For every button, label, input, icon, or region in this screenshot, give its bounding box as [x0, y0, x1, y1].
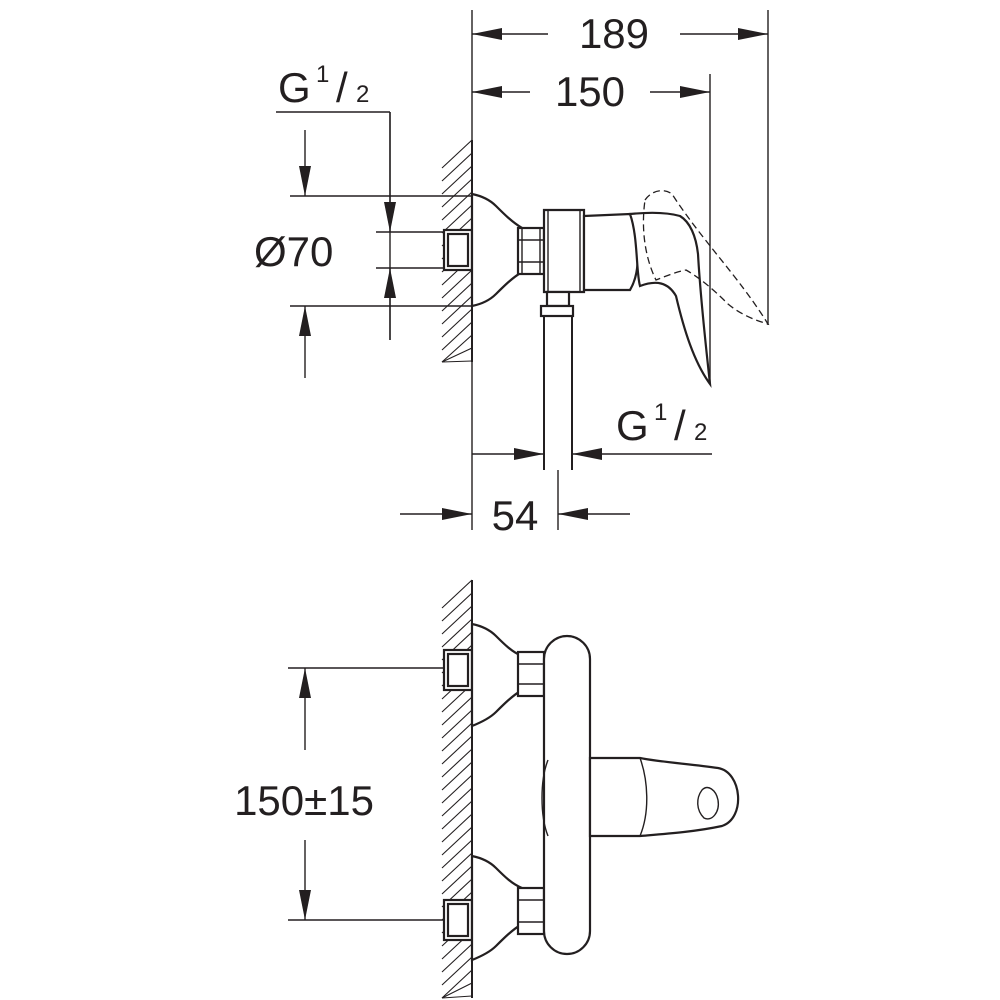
- wall-hatch-line: [441, 347, 473, 363]
- lever-side: [628, 211, 712, 389]
- wall-hatch-line: [441, 995, 473, 999]
- wall-hatch-line: [441, 748, 473, 778]
- wall-thread-num: 1: [316, 61, 329, 88]
- wall-hatch-line: [441, 204, 473, 234]
- dim-diameter-70: Ø70: [254, 130, 472, 378]
- wall-hatch-line: [441, 852, 473, 882]
- wall-hatch-line: [441, 269, 473, 299]
- wall-hatch-line: [441, 813, 473, 843]
- side-view: [441, 139, 770, 470]
- wall-hatch-line: [441, 152, 473, 182]
- wall-hatch-line: [441, 787, 473, 817]
- wall-hatch-line: [441, 308, 473, 338]
- dim-label-54: 54: [492, 492, 539, 539]
- dim-label-diameter-70: Ø70: [254, 228, 333, 275]
- dim-label-150: 150: [555, 68, 625, 115]
- hex-nut-side: [516, 226, 546, 276]
- wall-hatch-line: [441, 709, 473, 739]
- dim-g12-outlet: G 1 / 2: [471, 362, 712, 460]
- lever-front: [588, 756, 740, 838]
- upper-connection: [442, 622, 546, 728]
- wall-hatch-line: [441, 321, 473, 351]
- wall-hatch-line: [441, 826, 473, 856]
- wall-hatch-line: [441, 605, 473, 635]
- wall-hatch-line: [441, 139, 473, 169]
- wall-side: [441, 139, 473, 363]
- wall-hatch-line: [441, 956, 473, 986]
- wall-hatch-line: [441, 982, 473, 999]
- outlet-thread-slash: /: [674, 402, 686, 449]
- wall-thread-den: 2: [356, 81, 369, 108]
- wall-hatch-line: [441, 774, 473, 804]
- wall-hatch-line: [441, 735, 473, 765]
- dim-150-15: 150±15: [234, 667, 444, 921]
- wall-hatch-line: [441, 865, 473, 895]
- outlet-thread-den: 2: [694, 419, 707, 446]
- front-view: [441, 579, 740, 999]
- wall-hatch-line: [441, 282, 473, 312]
- wall-hatch-line: [441, 839, 473, 869]
- outlet-connector-side: [539, 290, 575, 470]
- wall-hatch-line: [441, 360, 473, 363]
- escutcheon-side: [470, 192, 524, 308]
- wall-hatch-line: [441, 579, 473, 609]
- dim-label-189: 189: [579, 10, 649, 57]
- wall-hatch-line: [441, 165, 473, 195]
- wall-hatch-line: [441, 722, 473, 752]
- dim-54: 54: [400, 460, 630, 539]
- dim-189: 189: [471, 10, 769, 325]
- dim-g12-wall: G 1 / 2: [276, 61, 444, 340]
- wall-hatch-line: [441, 334, 473, 363]
- mixer-body-side: [542, 208, 586, 294]
- dim-150: 150: [472, 68, 711, 384]
- cartridge-housing-side: [582, 212, 640, 292]
- wall-hatch-line: [441, 618, 473, 648]
- lower-connection: [442, 854, 546, 962]
- outlet-thread-g: G: [616, 402, 649, 449]
- wall-hatch-line: [441, 761, 473, 791]
- wall-thread-g: G: [278, 64, 311, 111]
- wall-nipple-side: [442, 228, 474, 272]
- mixer-body-front: [542, 634, 592, 956]
- wall-hatch-line: [441, 592, 473, 622]
- wall-hatch-line: [441, 800, 473, 830]
- wall-hatch-line: [441, 295, 473, 325]
- wall-hatch-line: [441, 943, 473, 973]
- lever-open-position: [642, 189, 770, 326]
- dim-label-150-15: 150±15: [234, 777, 374, 824]
- outlet-thread-num: 1: [654, 399, 667, 426]
- wall-hatch-line: [441, 969, 473, 999]
- wall-hatch-line: [441, 696, 473, 726]
- wall-thread-slash: /: [336, 64, 348, 111]
- wall-hatch-line: [441, 178, 473, 208]
